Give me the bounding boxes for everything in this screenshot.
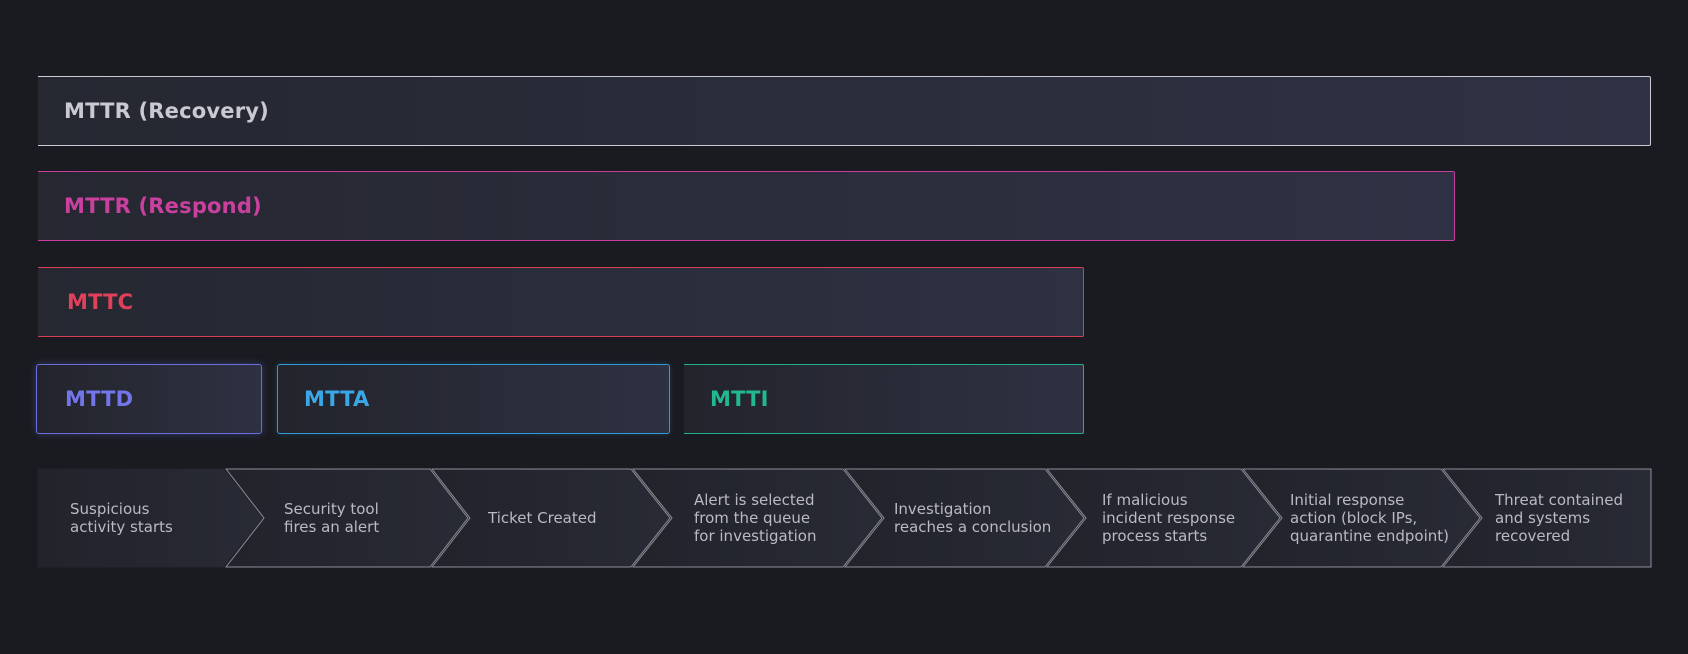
timeline-step-4-chevron <box>631 468 883 568</box>
timeline-step-3-label: Ticket Created <box>488 509 597 527</box>
timeline-step-6-chevron <box>1045 468 1281 568</box>
metric-label-mttd: MTTD <box>65 387 134 411</box>
metric-bar-mtta: MTTA <box>277 364 670 434</box>
timeline-step-5-label: Investigation reaches a conclusion <box>894 500 1052 536</box>
metric-bar-mtti: MTTI <box>684 364 1084 434</box>
timeline-step-5-chevron <box>843 468 1085 568</box>
timeline-step-7-label: Initial response action (block IPs, quar… <box>1290 491 1450 545</box>
timeline-step-8-chevron <box>1441 468 1652 568</box>
metric-label-mtta: MTTA <box>304 387 370 411</box>
timeline-step-1-label: Suspicious activity starts <box>70 500 173 536</box>
timeline-step-6-label: If malicious incident response process s… <box>1102 491 1236 545</box>
metric-label-mttc: MTTC <box>67 290 134 314</box>
metric-bar-mttr-recovery: MTTR (Recovery) <box>38 76 1651 146</box>
timeline-step-7-chevron <box>1241 468 1481 568</box>
metric-bar-mttd: MTTD <box>36 364 262 434</box>
metric-label-mttr-respond: MTTR (Respond) <box>64 194 262 218</box>
timeline-step-1-chevron <box>37 468 264 568</box>
timeline-step-2-chevron <box>224 468 469 568</box>
timeline-step-2-label: Security tool fires an alert <box>284 500 380 536</box>
metric-bar-mttr-respond: MTTR (Respond) <box>38 171 1455 241</box>
metric-bar-mttc: MTTC <box>38 267 1084 337</box>
metric-label-mtti: MTTI <box>710 387 769 411</box>
timeline-step-4-label: Alert is selected from the queue for inv… <box>694 491 817 545</box>
metric-label-mttr-recovery: MTTR (Recovery) <box>64 99 269 123</box>
timeline-step-8-label: Threat contained and systems recovered <box>1495 491 1624 545</box>
timeline-step-3-chevron <box>430 468 671 568</box>
